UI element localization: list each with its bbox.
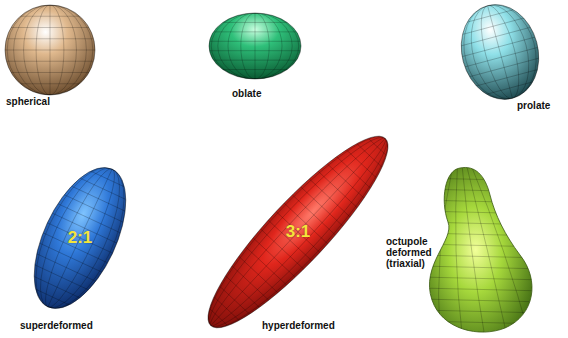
oblate-shape	[209, 13, 301, 79]
shape-label: hyperdeformed	[262, 320, 335, 331]
shape-label: octupole deformed (triaxial)	[386, 236, 446, 269]
shape-label: superdeformed	[20, 320, 93, 331]
axis-ratio: 3:1	[286, 223, 311, 242]
prolate-shape	[451, 0, 549, 108]
shape-label: prolate	[517, 100, 550, 111]
octupole-shape	[429, 167, 532, 332]
superdeformed-shape	[15, 154, 144, 322]
shape-label: oblate	[232, 88, 261, 99]
axis-ratio: 2:1	[68, 229, 93, 248]
hyperdeformed-shape	[189, 118, 407, 338]
spherical-shape	[5, 5, 95, 95]
shape-label: spherical	[6, 96, 50, 107]
